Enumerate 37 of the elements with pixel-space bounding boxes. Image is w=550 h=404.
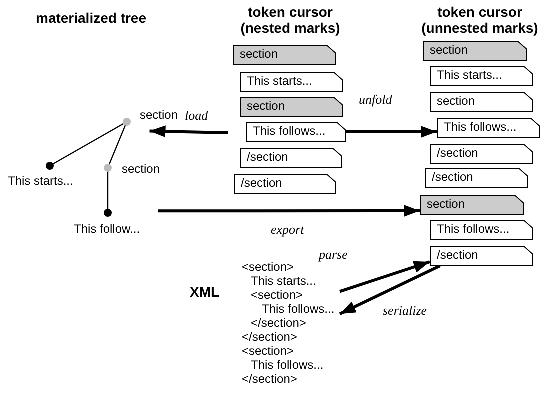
- token-box: /section: [240, 148, 342, 168]
- tree-node: This follow...: [72, 206, 158, 236]
- token-box: This starts...: [240, 72, 343, 92]
- code-line: <section>: [251, 288, 304, 302]
- edge-label: unfold: [358, 92, 394, 108]
- code-line: This starts...: [251, 274, 316, 288]
- token-box: /section: [430, 144, 533, 164]
- code-line: <section>: [242, 344, 294, 358]
- arrow: [339, 264, 441, 316]
- arrow: [346, 126, 437, 138]
- code-line: This follows...: [251, 358, 324, 372]
- code-line: <section>: [242, 260, 294, 274]
- token-box: /section: [425, 168, 528, 188]
- token-box: section: [430, 92, 533, 112]
- arrow: [340, 260, 430, 294]
- column-heading: token cursor (unnested marks): [420, 4, 540, 36]
- xml-heading: XML: [190, 284, 220, 300]
- token-box: /section: [234, 174, 336, 194]
- arrow: [158, 205, 420, 217]
- heading: materialized tree: [36, 10, 146, 26]
- column-heading: token cursor (nested marks): [240, 4, 342, 36]
- tree-node: section: [120, 106, 182, 130]
- token-box: This follows...: [430, 220, 533, 240]
- token-box: section: [420, 195, 524, 215]
- token-box: /section: [430, 246, 533, 266]
- code-line: </section>: [242, 372, 298, 386]
- token-box: section: [240, 97, 343, 117]
- token-box: This follows...: [246, 122, 346, 142]
- token-box: section: [233, 45, 336, 65]
- tree-node: This starts...: [6, 160, 86, 190]
- code-line: </section>: [251, 316, 306, 330]
- token-box: This starts...: [430, 66, 533, 86]
- tree-node: section: [102, 160, 182, 176]
- token-box: section: [423, 41, 527, 61]
- code-line: </section>: [242, 330, 298, 344]
- token-box: This follows...: [437, 118, 540, 138]
- code-line: This follows...: [262, 302, 335, 316]
